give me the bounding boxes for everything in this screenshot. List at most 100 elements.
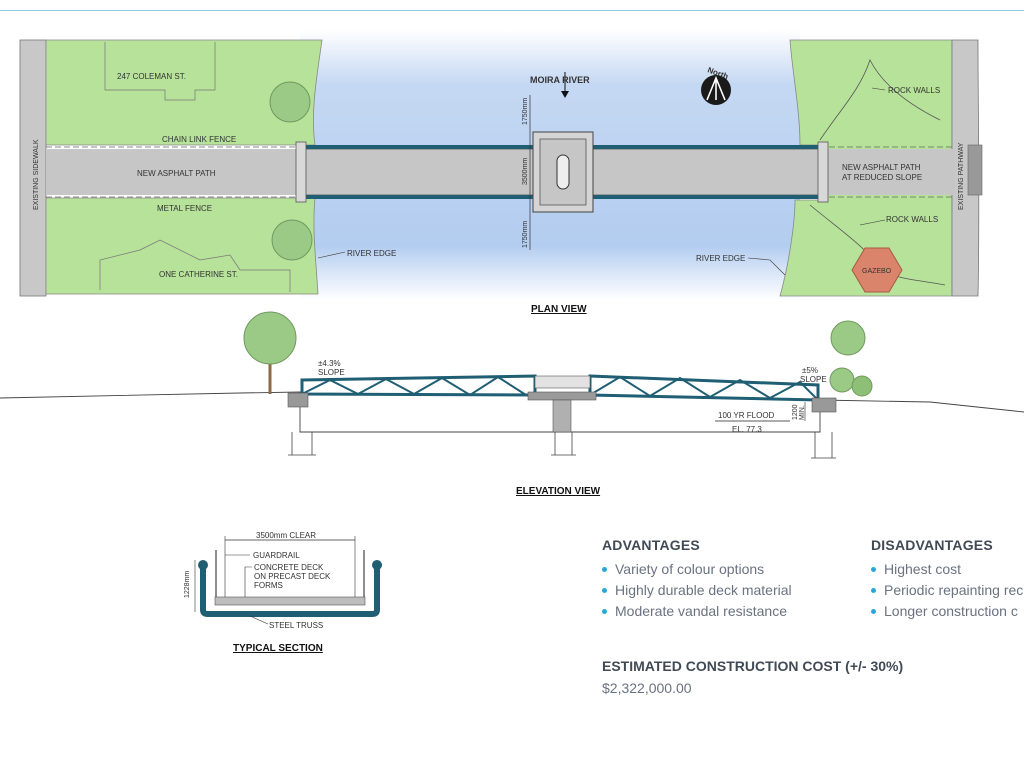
list-item: Periodic repainting rec [871, 580, 1024, 601]
tree-bottom [271, 219, 313, 261]
advantage-text: Moderate vandal resistance [615, 603, 787, 619]
truss-left-web [301, 375, 527, 397]
label-asphalt-reduced-2: AT REDUCED SLOPE [842, 173, 922, 182]
typical-section: 3500mm CLEAR GUARDRAIL CONCRETE DECK ON … [184, 531, 382, 654]
asphalt-path-right [820, 149, 955, 195]
bullet-icon [871, 566, 876, 572]
label-existing-pathway: EXISTING PATHWAY [958, 142, 965, 210]
bush-right-1 [829, 367, 855, 393]
disadvantages-heading: DISADVANTAGES [871, 537, 993, 553]
rock-wall-top [819, 58, 941, 141]
leader-rock-walls-bottom [859, 219, 886, 226]
label-min-1: 1200 [792, 404, 799, 420]
abutment-left-elev [287, 392, 309, 408]
label-clear: 3500mm CLEAR [256, 531, 316, 540]
label-new-asphalt-path: NEW ASPHALT PATH [137, 169, 216, 178]
house-catherine [99, 239, 291, 292]
label-catherine: ONE CATHERINE ST. [159, 270, 238, 279]
list-item: Longer construction c [871, 601, 1024, 622]
label-slope-right-1: ±5% [802, 366, 818, 375]
label-flood-2: EL. 77.3 [732, 425, 762, 434]
leader-rock-walls-top [871, 87, 886, 91]
label-gazebo: GAZEBO [862, 268, 892, 275]
bullet-icon [871, 608, 876, 614]
label-rock-walls-top: ROCK WALLS [888, 86, 940, 95]
existing-sidewalk [19, 39, 47, 297]
label-rock-walls-bottom: ROCK WALLS [886, 215, 938, 224]
label-slope-left-2: SLOPE [318, 368, 345, 377]
pathway-steps [967, 144, 983, 196]
label-chain-link-fence: CHAIN LINK FENCE [162, 135, 236, 144]
plan-view-title: PLAN VIEW [531, 304, 587, 315]
label-min-2: MIN. [799, 405, 806, 420]
truss-right-web [589, 375, 819, 401]
center-pier-column [552, 399, 572, 433]
dim-3500: 3500mm [522, 158, 529, 185]
list-item: Moderate vandal resistance [602, 601, 792, 622]
dim-1750-top: 1750mm [522, 98, 529, 125]
disadvantage-text: Highest cost [884, 561, 962, 577]
disadvantages-list: Highest cost Periodic repainting rec Lon… [871, 559, 1024, 622]
disadvantages-panel: DISADVANTAGES Highest cost Periodic repa… [871, 537, 1024, 622]
bullet-icon [602, 608, 607, 614]
label-moira-river: MOIRA RIVER [530, 75, 590, 85]
label-deck-3: FORMS [254, 581, 283, 590]
dim-1750-bottom: 1750mm [522, 221, 529, 248]
bullet-icon [602, 587, 607, 593]
label-metal-fence: METAL FENCE [157, 204, 212, 213]
list-item: Highest cost [871, 559, 1024, 580]
piles-right [811, 432, 836, 459]
elevation-view-title: ELEVATION VIEW [516, 486, 601, 497]
leader-truss [249, 615, 269, 625]
ground-line [0, 391, 1024, 433]
abutment-right [817, 141, 829, 203]
typical-section-title: TYPICAL SECTION [233, 643, 323, 654]
label-height: 1228mm [184, 571, 191, 598]
river-flow-arrowhead [561, 91, 569, 98]
advantages-panel: ADVANTAGES Variety of colour options Hig… [602, 537, 792, 622]
center-pier-cap [527, 391, 597, 401]
list-item: Highly durable deck material [602, 580, 792, 601]
leader-deck [244, 566, 252, 597]
deck-middle [534, 375, 591, 389]
leader-river-edge-left [317, 251, 346, 259]
section-steel-truss [200, 565, 380, 617]
section-top-chord-left [198, 560, 208, 570]
label-river-edge-left: RIVER EDGE [347, 249, 396, 258]
pier-column [556, 154, 570, 190]
abutment-left [295, 141, 307, 203]
leader-river-edge-right [747, 257, 786, 276]
advantage-text: Highly durable deck material [615, 582, 792, 598]
label-guardrail: GUARDRAIL [253, 551, 300, 560]
piles-center [551, 432, 576, 456]
gazebo [851, 247, 903, 293]
piles-left [288, 432, 316, 456]
label-deck-2: ON PRECAST DECK [254, 572, 331, 581]
label-coleman: 247 COLEMAN ST. [117, 72, 186, 81]
label-deck-1: CONCRETE DECK [254, 563, 324, 572]
cost-value: $2,322,000.00 [602, 680, 692, 696]
bullet-icon [602, 566, 607, 572]
elevation-view: ±4.3% SLOPE ±5% SLOPE 100 YR FLOOD EL. 7… [0, 311, 1024, 497]
north-arrow-mark [706, 75, 726, 101]
top-divider-line [0, 10, 1024, 11]
tree-left [243, 311, 297, 365]
label-river-edge-right: RIVER EDGE [696, 254, 745, 263]
disadvantage-text: Periodic repainting rec [884, 582, 1024, 598]
label-existing-sidewalk: EXISTING SIDEWALK [33, 139, 40, 210]
cost-heading: ESTIMATED CONSTRUCTION COST (+/- 30%) [602, 658, 904, 674]
label-flood-1: 100 YR FLOOD [718, 411, 775, 420]
asphalt-path-left [46, 149, 300, 195]
label-steel-truss: STEEL TRUSS [269, 621, 323, 630]
house-coleman [104, 42, 216, 101]
plan-view: 1750mm 3500mm 1750mm 247 COLEMAN ST. CHA… [19, 30, 983, 315]
bullet-icon [871, 587, 876, 593]
bush-right-2 [851, 375, 873, 397]
tree-right [830, 320, 866, 356]
disadvantage-text: Longer construction c [884, 603, 1018, 619]
label-slope-right-2: SLOPE [800, 375, 827, 384]
advantage-text: Variety of colour options [615, 561, 765, 577]
grass-left-top [45, 39, 323, 146]
advantages-heading: ADVANTAGES [602, 537, 700, 553]
